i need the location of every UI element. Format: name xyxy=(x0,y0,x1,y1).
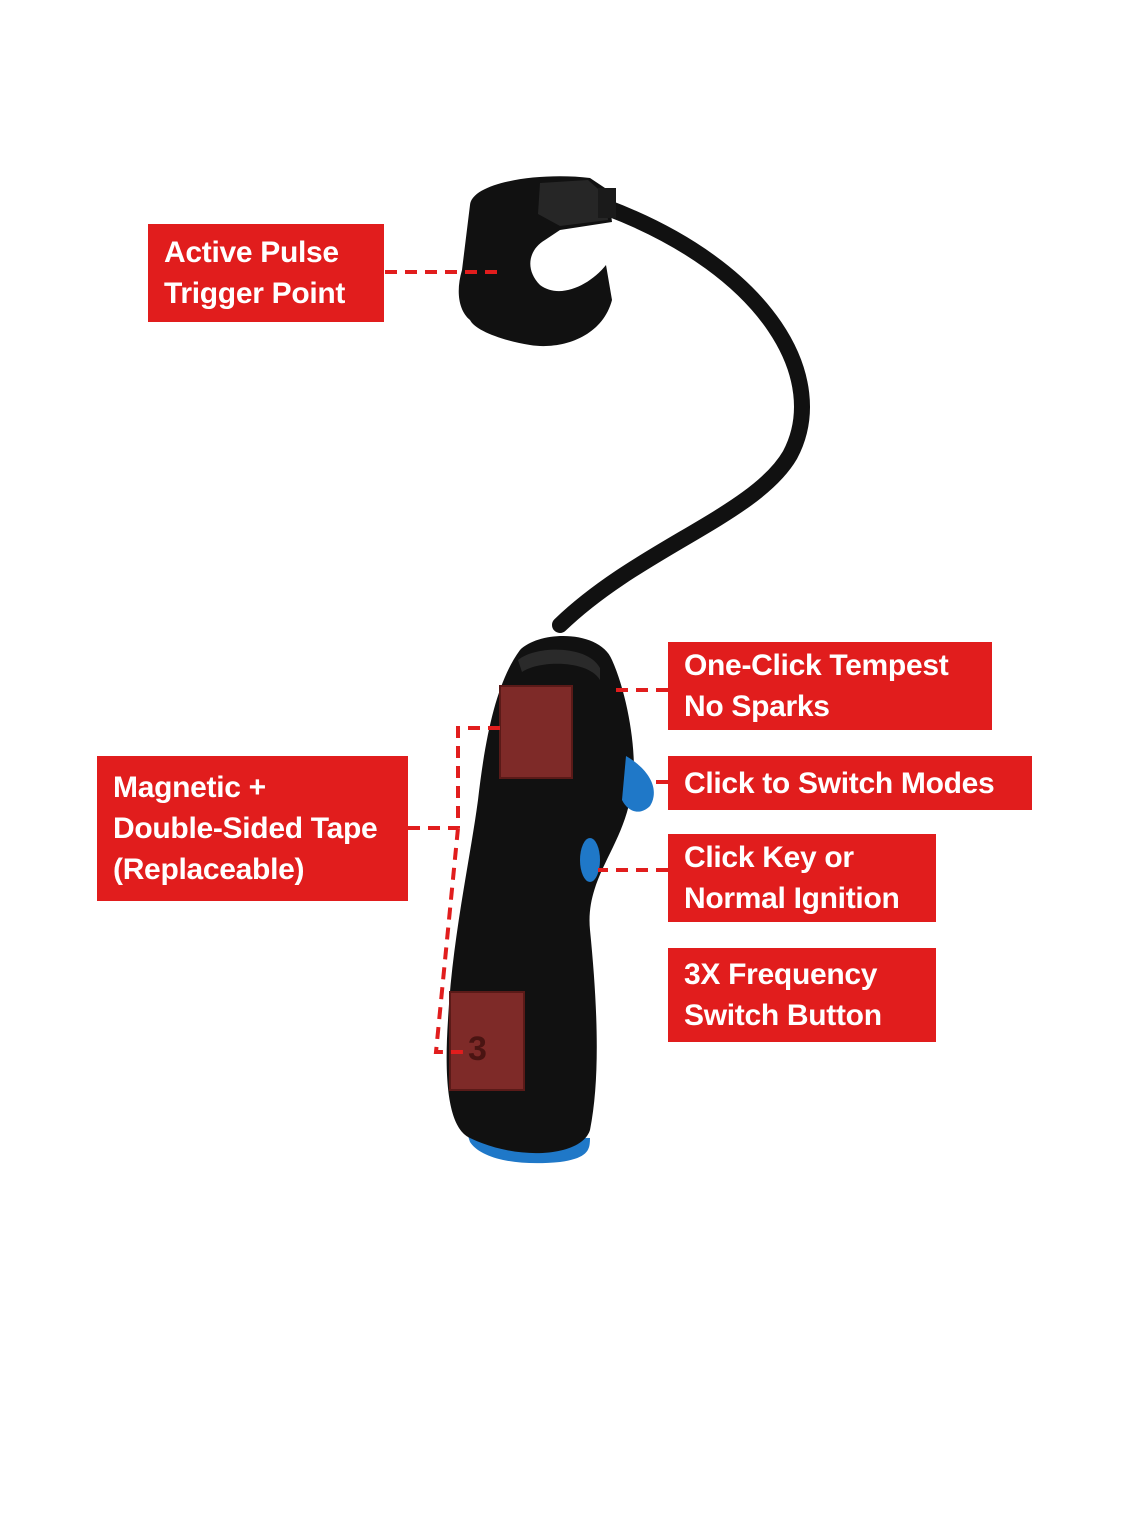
callout-tempest: One-Click Tempest No Sparks xyxy=(668,642,992,730)
callout-ignition-line1: Click Key or xyxy=(684,841,854,874)
tape-pad-top xyxy=(499,685,573,779)
callout-tempest-line2: No Sparks xyxy=(684,690,830,723)
tape-pad-mark: 3 xyxy=(468,1030,487,1068)
callout-trigger: Active Pulse Trigger Point xyxy=(148,224,384,322)
callout-magnetic: Magnetic + Double-Sided Tape (Replaceabl… xyxy=(97,756,408,901)
callout-frequency-line2: Switch Button xyxy=(684,999,882,1032)
callout-trigger-line2: Trigger Point xyxy=(164,277,346,310)
callout-magnetic-line3: (Replaceable) xyxy=(113,853,305,886)
callout-frequency: 3X Frequency Switch Button xyxy=(668,948,936,1042)
callout-magnetic-line2: Double-Sided Tape xyxy=(113,812,378,845)
callout-magnetic-line1: Magnetic + xyxy=(113,771,266,804)
callout-frequency-line1: 3X Frequency xyxy=(684,958,878,991)
callout-ignition-line2: Normal Ignition xyxy=(684,882,900,915)
callout-trigger-line1: Active Pulse xyxy=(164,236,339,269)
trigger-clip xyxy=(458,176,616,347)
callout-tempest-line1: One-Click Tempest xyxy=(684,649,949,682)
callout-ignition: Click Key or Normal Ignition xyxy=(668,834,936,922)
handheld-body: 3 xyxy=(446,636,634,1164)
flat-cable xyxy=(552,200,810,633)
callout-modes-line1: Click to Switch Modes xyxy=(684,766,995,800)
callout-modes: Click to Switch Modes xyxy=(668,756,1032,810)
connector-magnetic xyxy=(408,726,500,1054)
tape-pad-bottom xyxy=(449,991,525,1091)
ignition-key-button[interactable] xyxy=(580,838,600,882)
mode-switch-button[interactable] xyxy=(622,756,654,812)
